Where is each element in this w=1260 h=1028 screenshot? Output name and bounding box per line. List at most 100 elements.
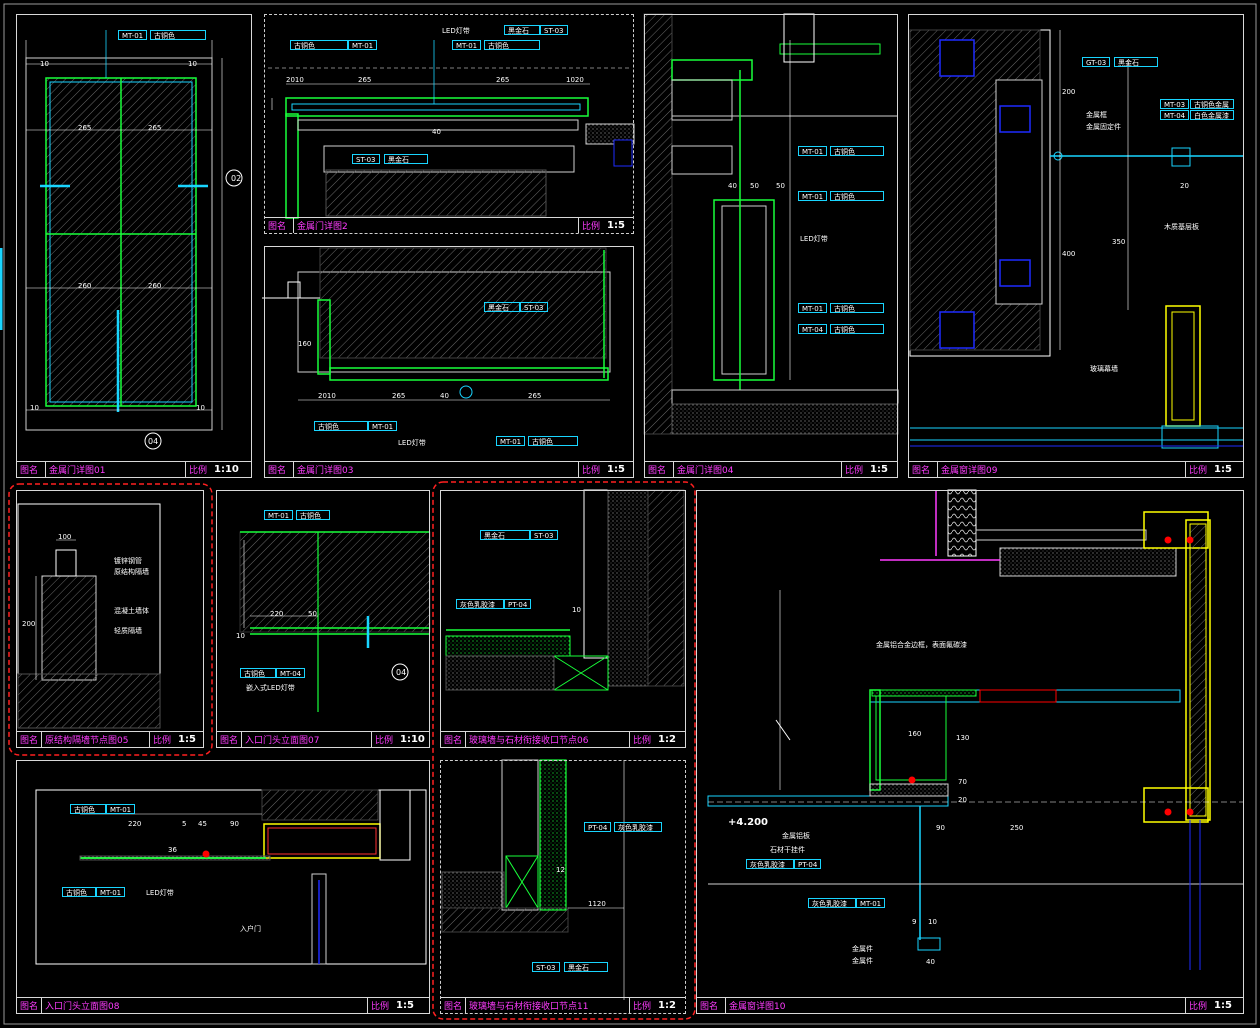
title-bar: 图名 金属门详图01 比例 1:10 [17, 461, 251, 477]
name-label: 图名 [220, 736, 239, 746]
dim: 260 [78, 282, 92, 290]
panel-scale: 1:5 [396, 1000, 414, 1011]
floor-screed [671, 403, 899, 435]
note-p10b: 金属铝板 [782, 832, 810, 840]
panel-name: 金属门详图01 [45, 462, 185, 477]
bolt-c [1164, 808, 1172, 816]
dim: 40 [432, 128, 441, 136]
panel-p08: 图名 入口门头立面图08 比例 1:5 [16, 760, 430, 1014]
tag-mt01-p04b: MT-01 [798, 191, 828, 201]
base-block [1161, 425, 1219, 449]
wall-core [41, 575, 97, 681]
panel-name: 金属门详图03 [293, 462, 578, 477]
tag-st03-p02b: ST-03 [352, 154, 380, 164]
soffit-fill [79, 855, 271, 861]
pipe-circle [459, 385, 473, 399]
tag-st03-p11: ST-03 [532, 962, 560, 972]
dim: 100 [58, 533, 72, 541]
dim: 10 [40, 60, 49, 68]
tag-mt01-p03b: MT-01 [496, 436, 526, 446]
tag-mt01-p08: MT-01 [106, 804, 136, 814]
title-bar: 图名 金属门详图04 比例 1:5 [645, 461, 897, 477]
connector [1171, 147, 1191, 167]
jamb-box [379, 789, 411, 861]
tag-material-p11b: 黑金石 [564, 962, 608, 972]
marker-circle-02 [225, 169, 243, 187]
wall-hatch [647, 489, 685, 687]
stone-sill-fill [441, 907, 569, 933]
tag-material-p07: 古铜色 [296, 510, 330, 520]
dim: 50 [308, 610, 317, 618]
title-bar: 图名 入口门头立面图07 比例 1:10 [217, 731, 429, 747]
tag-mt03-p09: MT-03 [1160, 99, 1190, 109]
tag-pt04-p11: PT-04 [584, 822, 612, 832]
panel-p04: 图名 金属门详图04 比例 1:5 [644, 14, 898, 478]
note-p05d: 轻质隔墙 [114, 627, 142, 635]
anchor-1 [939, 39, 975, 77]
curtain-wall-column [1185, 519, 1211, 821]
dim: 20 [958, 796, 967, 804]
dim: 10 [188, 60, 197, 68]
dim: 2010 [286, 76, 304, 84]
tag-material-p03a: 黑金石 [484, 302, 520, 312]
panel-p05: 图名 原结构隔墙节点图05 比例 1:5 [16, 490, 204, 748]
panel-scale: 1:5 [607, 220, 625, 231]
tag-mt01-p07: MT-01 [264, 510, 294, 520]
dim: 20 [1180, 182, 1189, 190]
dim: 400 [1062, 250, 1076, 258]
panel-scale: 1:10 [400, 734, 425, 745]
panel-scale: 1:5 [178, 734, 196, 745]
dim: 265 [496, 76, 510, 84]
scale-label: 比例 [629, 732, 655, 747]
revision-cloud-center [432, 481, 696, 1020]
frame-box [671, 145, 733, 175]
note-led-p03: LED灯带 [398, 439, 426, 447]
name-label: 图名 [444, 1002, 463, 1012]
dim: 265 [148, 124, 162, 132]
dim: 160 [908, 730, 922, 738]
dim: 70 [958, 778, 967, 786]
door-profile-top [285, 97, 589, 117]
title-bar: 图名 玻璃墙与石材衔接收口节点11 比例 1:2 [441, 997, 685, 1013]
name-label: 图名 [268, 222, 287, 232]
timber-x2 [553, 655, 609, 691]
tag-st03-p03: ST-03 [520, 302, 548, 312]
tag-mt01-p08b: MT-01 [96, 887, 126, 897]
dim: 250 [1010, 824, 1024, 832]
scale-label: 比例 [578, 218, 604, 233]
panel-scale: 1:5 [870, 464, 888, 475]
dim: 200 [1062, 88, 1076, 96]
dim: 50 [776, 182, 785, 190]
dim: 10 [196, 404, 205, 412]
column-fill [1189, 523, 1207, 817]
panel-name: 金属窗详图09 [937, 462, 1185, 477]
dim: 130 [956, 734, 970, 742]
title-bar: 图名 金属窗详图10 比例 1:5 [697, 997, 1243, 1013]
name-label: 图名 [912, 466, 931, 476]
title-bar: 图名 原结构隔墙节点图05 比例 1:5 [17, 731, 203, 747]
bolt-a [1164, 536, 1172, 544]
dim: 10 [236, 632, 245, 640]
scale-label: 比例 [1185, 462, 1211, 477]
panel-scale: 1:5 [607, 464, 625, 475]
panel-p10: 图名 金属窗详图10 比例 1:5 [696, 490, 1244, 1014]
soffit-block [869, 783, 949, 797]
scale-label: 比例 [185, 462, 211, 477]
tag-material-p08a: 古铜色 [70, 804, 106, 814]
door-core [721, 205, 767, 375]
frame-left [285, 113, 299, 219]
door-outer [25, 57, 213, 431]
panel-p01: 图名 金属门详图01 比例 1:10 [16, 14, 252, 478]
note-p10a: 金属铝合金边框，表面氟碳漆 [876, 641, 967, 649]
panel-p07: 图名 入口门头立面图07 比例 1:10 [216, 490, 430, 748]
tag-material-p02a: 古铜色 [290, 40, 348, 50]
note-p08: 入户门 [240, 925, 261, 933]
scale-label: 比例 [629, 998, 655, 1013]
tag-mt01-p04c: MT-01 [798, 303, 828, 313]
scale-label: 比例 [371, 732, 397, 747]
tag-mt04-p09: MT-04 [1160, 110, 1190, 120]
mullion-top [1143, 511, 1209, 549]
section-marker-04: 04 [148, 437, 159, 446]
tag-material-p06a: 黑金石 [480, 530, 530, 540]
door-leaf-section [713, 199, 775, 381]
